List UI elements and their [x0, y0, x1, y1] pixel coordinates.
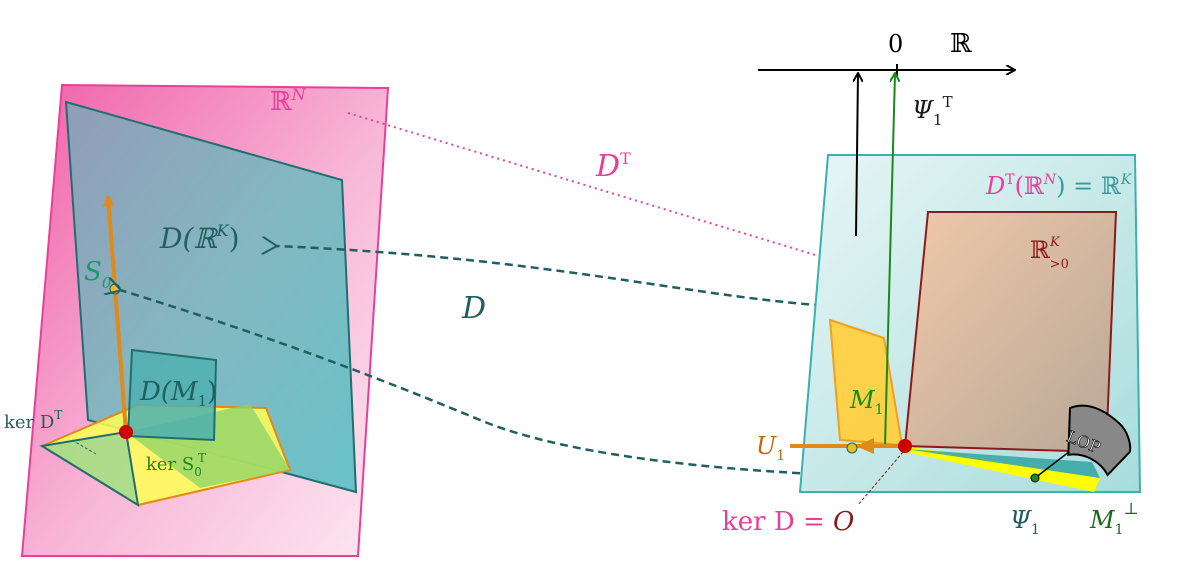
- psi1t-vector: [884, 74, 895, 446]
- dt-arrow: [347, 112, 858, 268]
- psi1-label: Ψ1: [1010, 506, 1040, 538]
- rk-positive-label: ℝK>0: [1030, 235, 1069, 272]
- origin-dot-left: [119, 425, 133, 439]
- axis-zero-label: 0: [888, 30, 903, 58]
- dt-rn-label: DT(ℝN) = ℝK: [985, 172, 1133, 200]
- m1-label: M1: [849, 386, 884, 418]
- axis-r-label: ℝ: [950, 29, 972, 59]
- psi1t-label: Ψ1T: [912, 93, 953, 129]
- d-label: D: [461, 291, 486, 326]
- lop-flag-icon: LOP: [1064, 404, 1132, 477]
- m1perp-band: [905, 446, 1100, 492]
- s0-point: [109, 283, 121, 295]
- dt-label: DT: [595, 149, 631, 184]
- m1perp-teal-wedge: [905, 449, 1100, 478]
- u1-point: [846, 442, 858, 454]
- ker-dt-label: ker DT: [4, 408, 62, 433]
- m1perp-label: M1⊥: [1089, 499, 1139, 538]
- d-rk-label: D(ℝK): [159, 221, 240, 255]
- kerd-label: ker D = O: [722, 507, 854, 537]
- u1-label: U1: [756, 432, 785, 464]
- rn-label: ℝN: [270, 85, 307, 117]
- u1-arrowhead: [856, 438, 874, 454]
- d-m1-plane: [126, 348, 218, 442]
- origin-dot-right: [898, 439, 912, 453]
- kerd-pointer: [857, 451, 904, 506]
- s0-vector: [102, 195, 128, 433]
- psi1-point: [1030, 473, 1040, 483]
- d-m1-label: D(M1): [139, 377, 217, 410]
- ker-dt-plane: [39, 430, 140, 507]
- d-arrow: [276, 246, 849, 309]
- black-arrow-up: [856, 74, 858, 237]
- ker-s0-label: ker S0T: [146, 451, 206, 479]
